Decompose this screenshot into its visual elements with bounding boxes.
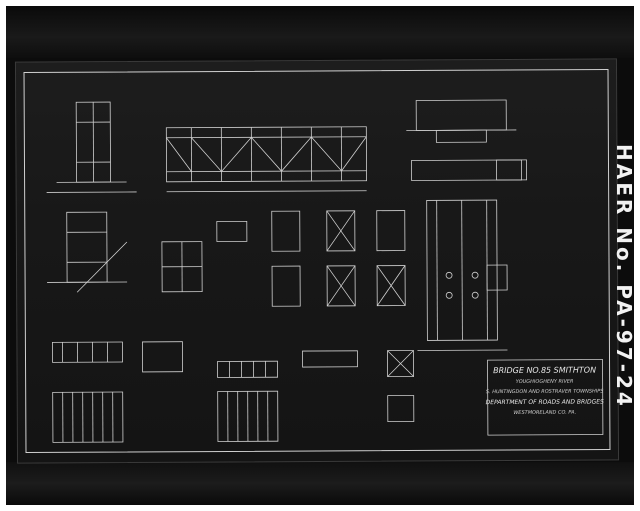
title-line-4: DEPARTMENT OF ROADS AND BRIDGES — [486, 398, 604, 406]
title-block-text: BRIDGE NO.85 SMITHTON YOUGHIOGHENY RIVER… — [486, 366, 605, 416]
sheet-border — [23, 68, 611, 454]
engineering-drawing-sheet: BRIDGE NO.85 SMITHTON YOUGHIOGHENY RIVER… — [14, 58, 620, 464]
girder-elevation-center — [217, 350, 358, 442]
bearing-detail — [406, 99, 527, 181]
title-line-3: S. HUNTINGDON AND ROSTRAVER TOWNSHIPS — [486, 388, 604, 395]
small-sections-bottom — [387, 350, 415, 423]
girder-elevation-left — [52, 341, 183, 443]
splice-detail — [417, 199, 508, 351]
detail-top-left — [46, 101, 137, 193]
detail-middle-left — [47, 211, 128, 293]
haer-number-label: HAER No. PA-97-24 — [612, 144, 634, 409]
stringer-sections — [271, 210, 406, 307]
title-line-5: WESTMORELAND CO. PA. — [513, 410, 576, 416]
cross-section — [161, 220, 248, 293]
title-line-1: BRIDGE NO.85 SMITHTON — [493, 366, 596, 376]
drawing-linework — [23, 68, 611, 454]
truss-elevation — [165, 126, 367, 193]
drawing-roll-bottom — [6, 462, 634, 505]
title-block-box — [487, 359, 604, 436]
blueprint-photograph: BRIDGE NO.85 SMITHTON YOUGHIOGHENY RIVER… — [6, 6, 634, 505]
drawing-roll-top — [6, 6, 634, 58]
title-line-2: YOUGHIOGHENY RIVER — [516, 379, 574, 385]
